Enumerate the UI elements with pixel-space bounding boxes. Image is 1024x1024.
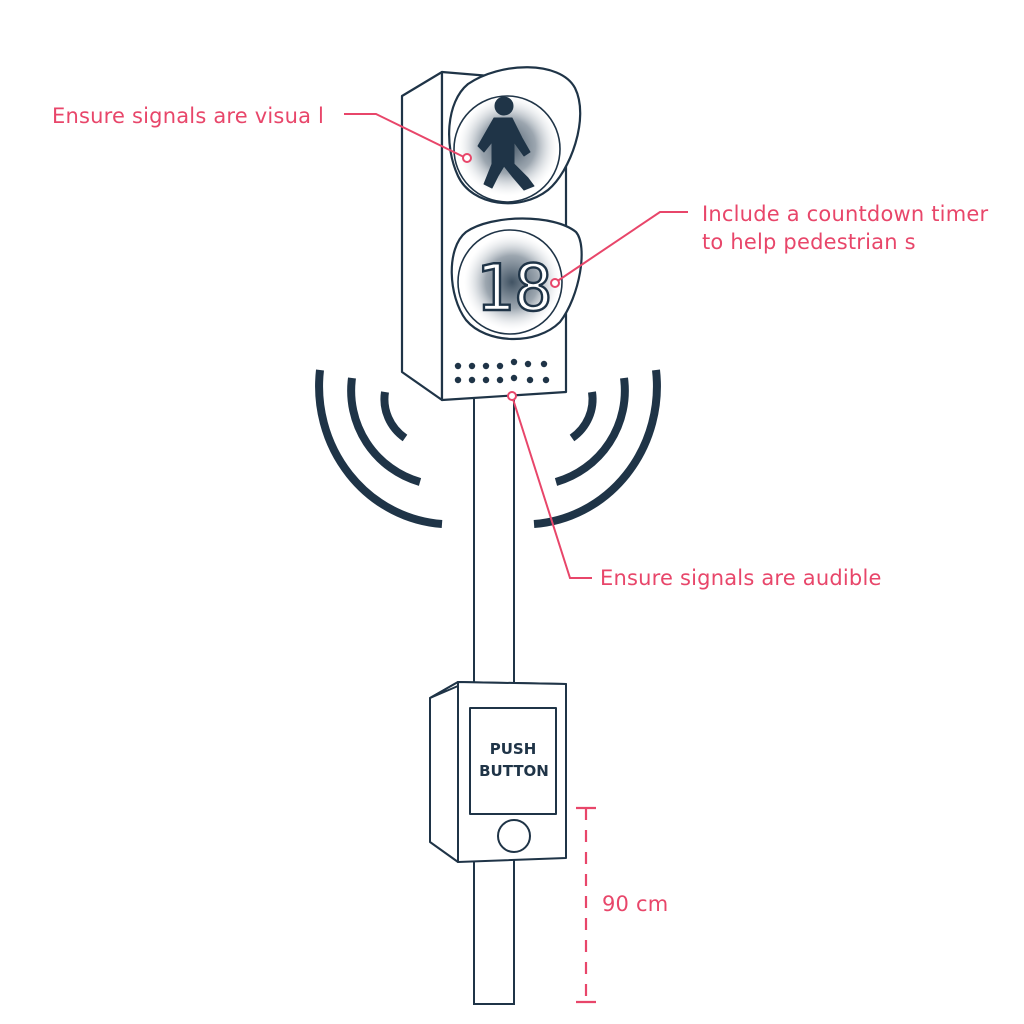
sound-waves-icon — [315, 369, 661, 528]
push-button-icon — [497, 819, 531, 853]
countdown-light: 18 — [450, 217, 583, 341]
push-button-label-line2: BUTTON — [479, 762, 549, 780]
callout-leaders — [344, 113, 688, 579]
callout-audible-text: Ensure signals are audible — [600, 566, 882, 590]
walking-person-icon — [477, 96, 535, 191]
callout-countdown-line2: to help pedestrian s — [702, 230, 916, 254]
callout-height-text: 90 cm — [602, 892, 669, 916]
push-button-label-line1: PUSH — [490, 740, 537, 758]
countdown-digits: 18 — [475, 252, 552, 326]
leader-visual — [344, 113, 467, 159]
callout-countdown-line1: Include a countdown timer — [702, 202, 989, 226]
callout-height: 90 cm — [602, 890, 668, 918]
leader-countdown — [555, 211, 688, 283]
callout-audible: Ensure signals are audible — [600, 564, 882, 592]
walk-light — [448, 66, 582, 205]
sound-waves-left — [315, 369, 443, 528]
callout-visual-text: Ensure signals are visua l — [52, 104, 325, 128]
leader-audible — [511, 395, 592, 579]
callout-anchors — [462, 153, 560, 401]
height-dimension — [576, 806, 596, 1004]
push-button-box — [429, 681, 567, 863]
speaker-grille — [454, 358, 550, 384]
callout-visual: Ensure signals are visua l — [52, 102, 324, 130]
callout-countdown: Include a countdown timer to help pedest… — [702, 200, 988, 256]
sound-waves-right — [533, 369, 661, 528]
